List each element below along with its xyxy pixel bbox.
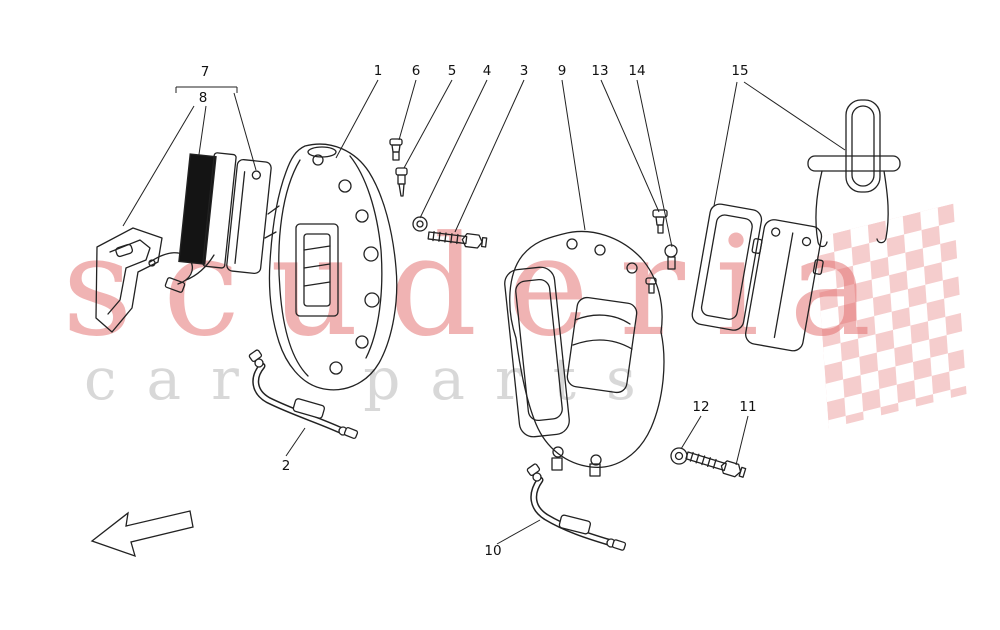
- caliper-bolt-rear-drawing: [685, 449, 746, 479]
- callout-1: 1: [373, 63, 383, 79]
- callout-9: 9: [557, 63, 567, 79]
- callout-4: 4: [482, 63, 492, 79]
- watermark-tagline-text: car parts: [84, 345, 666, 413]
- washer-rear-drawing: [671, 448, 687, 464]
- brake-caliper-front-drawing: [265, 144, 397, 390]
- callout-7: 7: [200, 64, 210, 80]
- plug-rear-drawing: [653, 210, 667, 233]
- brake-caliper-rear-drawing: [503, 231, 664, 476]
- bleed-screw-drawing: [396, 168, 407, 196]
- callout-14: 14: [628, 63, 646, 79]
- callout-15: 15: [731, 63, 749, 79]
- callout-6: 6: [411, 63, 421, 79]
- brake-hose-rear-drawing: [527, 463, 626, 550]
- plug-drawing: [390, 139, 402, 160]
- callout-8: 8: [198, 90, 208, 106]
- callout-2: 2: [281, 458, 291, 474]
- callout-3: 3: [519, 63, 529, 79]
- retaining-spring-drawing: [808, 100, 900, 247]
- washer-front-drawing: [413, 217, 427, 231]
- brake-hose-front-drawing: [249, 349, 358, 439]
- callout-10: 10: [484, 543, 502, 559]
- brake-pads-rear-drawing: [689, 203, 830, 354]
- leader-lines: [123, 80, 845, 544]
- bleed-screw-rear-drawing: [665, 245, 677, 269]
- callout-5: 5: [447, 63, 457, 79]
- callout-12: 12: [692, 399, 710, 415]
- callout-11: 11: [739, 399, 757, 415]
- brake-pads-with-sensor-drawing: [178, 150, 272, 274]
- callout-13: 13: [591, 63, 609, 79]
- sensor-bracket-drawing: [96, 228, 162, 332]
- caliper-bolt-front-drawing: [428, 229, 487, 249]
- direction-arrow: [92, 511, 193, 556]
